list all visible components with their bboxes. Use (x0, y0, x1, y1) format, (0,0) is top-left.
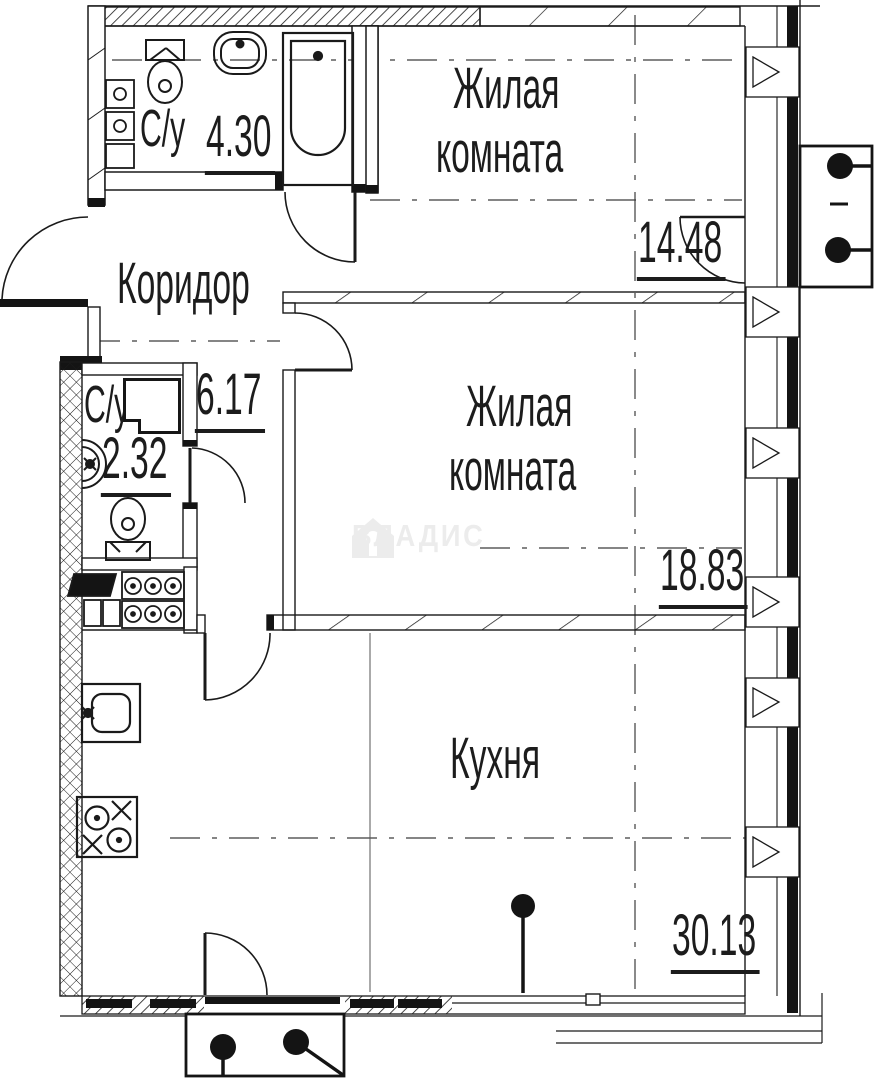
kitchen-label: Кухня (450, 726, 541, 791)
corridor-label: Коридор (117, 251, 250, 316)
living-room-top-label-line2: комната (436, 120, 564, 185)
watermark: ВЛАДИС (352, 518, 504, 558)
bathroom-top-area: 4.30 (204, 104, 275, 175)
living-room-top-area: 14.48 (636, 210, 726, 281)
bottom-wall (60, 993, 823, 1044)
watermark-text: ВЛАДИС (352, 518, 486, 553)
corner-sink-icon (81, 439, 107, 489)
vent-shaft-notch (123, 419, 141, 434)
meter-block-icon (66, 571, 185, 629)
toilet-icon (145, 39, 185, 104)
balcony-bottom (184, 1012, 346, 1078)
bathroom-small-walls (81, 362, 246, 634)
living-room-top-label-line1: Жилая (453, 56, 560, 121)
partition-middle-room-top (282, 291, 746, 304)
bathroom-small-area: 2.32 (100, 426, 171, 497)
house-icon (352, 518, 394, 558)
kitchen-sink-icon (80, 682, 142, 744)
entry-door (0, 216, 89, 307)
stove-icon (75, 795, 139, 859)
living-room-middle-label-line2: комната (449, 438, 577, 503)
wall-meters-icon (105, 79, 135, 169)
corridor-area: 6.17 (194, 362, 265, 433)
vent-shaft (123, 378, 181, 434)
living-room-top-walls (365, 25, 746, 284)
column-dot (511, 894, 535, 993)
bathroom-small-label: С/у (84, 376, 130, 434)
left-wall-upper (87, 5, 106, 207)
bathroom-top-label: С/у (140, 100, 186, 158)
top-wall (88, 5, 820, 27)
middle-room-left-wall (282, 302, 353, 631)
toilet-small-icon (105, 497, 151, 561)
right-wall (744, 0, 801, 1016)
balcony-door-bottom (203, 932, 268, 996)
sink-icon (213, 31, 267, 75)
axis-lines (90, 15, 784, 990)
living-room-middle-area: 18.83 (658, 538, 748, 609)
balcony-right (798, 144, 874, 289)
living-room-middle-label-line1: Жилая (466, 374, 573, 439)
bathtub-icon (281, 31, 355, 187)
kitchen-area: 30.13 (670, 903, 760, 974)
